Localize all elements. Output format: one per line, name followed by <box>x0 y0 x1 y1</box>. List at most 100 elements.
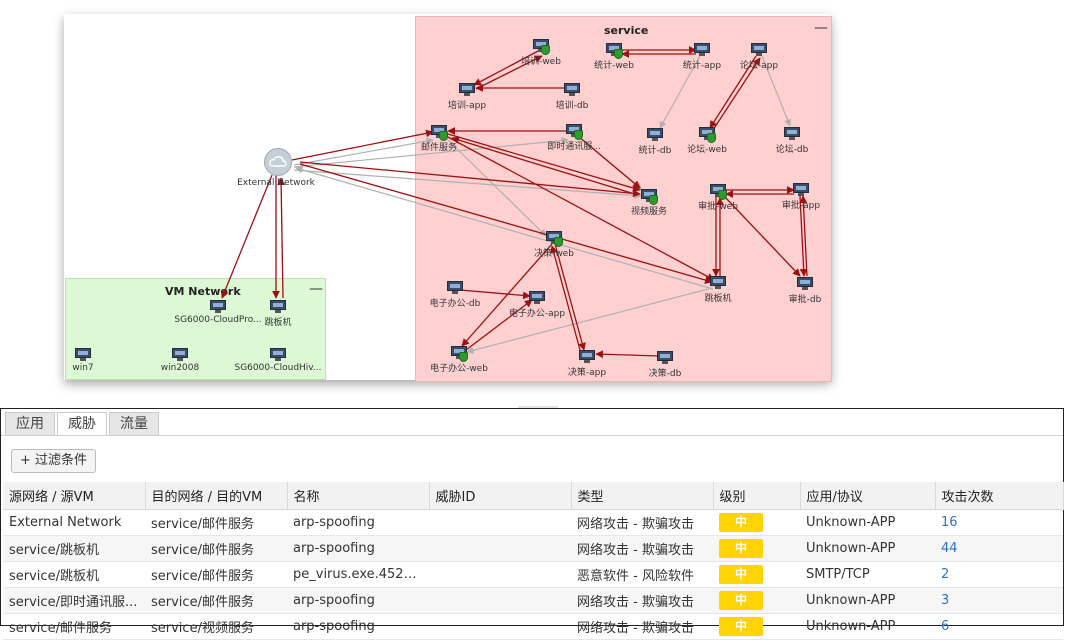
tab-threat[interactable]: 威胁 <box>57 412 107 435</box>
vm-node-dianzi-db-label: 电子办公-db <box>429 299 481 309</box>
threat-table: 源网络 / 源VM 目的网络 / 目的VM 名称 威胁ID 类型 级别 应用/协… <box>3 482 1064 640</box>
tab-traffic[interactable]: 流量 <box>109 412 159 435</box>
cell-destination: service/邮件服务 <box>145 587 287 614</box>
vm-node-win2008-label: win2008 <box>160 363 200 373</box>
level-badge: 中 <box>719 513 763 532</box>
cell-threat-id <box>429 587 571 614</box>
vm-node-dianzi-web-label: 电子办公-web <box>430 364 488 374</box>
vm-node-juece-db-label: 决策-db <box>648 369 682 379</box>
cell-destination-text: service/邮件服务 <box>151 595 254 610</box>
attack-count-link[interactable]: 16 <box>941 515 958 530</box>
vm-node-peixun-app-icon[interactable] <box>459 83 475 96</box>
attack-count-link[interactable]: 3 <box>941 593 950 608</box>
vm-node-juece-app-label: 决策-app <box>567 368 607 378</box>
shield-icon <box>541 45 550 55</box>
column-header-type[interactable]: 类型 <box>571 482 714 510</box>
vm-node-sg-cloudhiv-label: SG6000-CloudHiv... <box>234 363 322 373</box>
attack-count-link[interactable]: 6 <box>941 619 950 634</box>
vm-node-peixun-db-icon[interactable] <box>564 83 580 96</box>
level-badge: 中 <box>719 591 763 610</box>
vm-node-vm-tiaobanji-icon[interactable] <box>270 300 286 313</box>
cell-name: arp-spoofing <box>287 535 429 562</box>
cell-app-protocol-text: Unknown-APP <box>806 541 896 556</box>
add-filter-button[interactable]: + 过滤条件 <box>11 449 97 473</box>
column-header-source[interactable]: 源网络 / 源VM <box>3 482 146 510</box>
cell-app-protocol: Unknown-APP <box>800 587 935 614</box>
cell-level: 中 <box>713 535 800 562</box>
panel-tabs: 应用 威胁 流量 <box>5 412 159 435</box>
vm-node-shenpi-app-icon[interactable] <box>793 183 809 196</box>
vm-node-win2008-icon[interactable] <box>172 348 188 361</box>
vm-node-shipin-label: 视频服务 <box>630 207 668 217</box>
cell-source-text: External Network <box>9 515 122 530</box>
cell-source: service/即时通讯服... <box>3 587 145 614</box>
cell-destination: service/邮件服务 <box>145 509 287 536</box>
attack-count-link[interactable]: 44 <box>941 541 958 556</box>
topology-edges <box>221 46 808 359</box>
group-service-title: service <box>604 24 649 37</box>
column-header-destination[interactable]: 目的网络 / 目的VM <box>145 482 288 510</box>
cell-level: 中 <box>713 587 800 614</box>
cell-destination: service/邮件服务 <box>145 535 287 562</box>
column-header-name[interactable]: 名称 <box>287 482 430 510</box>
vm-node-luntan-web-label: 论坛-web <box>687 145 727 155</box>
cell-destination-text: service/邮件服务 <box>151 569 254 584</box>
cell-level: 中 <box>713 613 800 640</box>
vm-node-tongji-app-icon[interactable] <box>694 43 710 56</box>
vm-node-shenpi-db-label: 审批-db <box>788 295 822 305</box>
external-network-cloud-icon[interactable] <box>264 148 292 176</box>
cell-threat-id <box>429 535 571 562</box>
tab-divider <box>1 435 1063 436</box>
cell-level: 中 <box>713 509 800 536</box>
table-header-row: 源网络 / 源VM 目的网络 / 目的VM 名称 威胁ID 类型 级别 应用/协… <box>3 482 1064 510</box>
cell-source-text: service/即时通讯服... <box>9 595 138 610</box>
cell-level: 中 <box>713 561 800 588</box>
vm-node-peixun-web-label: 培训-web <box>521 57 561 67</box>
column-header-attack-count[interactable]: 攻击次数 <box>935 482 1064 510</box>
vm-node-juece-app-icon[interactable] <box>579 350 595 363</box>
vm-node-tiaobanji-label: 跳板机 <box>704 294 732 304</box>
vm-node-peixun-app-label: 培训-app <box>447 101 487 111</box>
vm-node-luntan-db-icon[interactable] <box>784 127 800 140</box>
cell-name-text: arp-spoofing <box>293 515 375 530</box>
vm-node-luntan-app-icon[interactable] <box>751 43 767 56</box>
vm-node-dianzi-db-icon[interactable] <box>447 281 463 294</box>
external-network-label: External Network <box>237 178 315 188</box>
vm-node-tongji-db-icon[interactable] <box>647 128 663 141</box>
column-header-threat-id[interactable]: 威胁ID <box>429 482 572 510</box>
vm-node-shenpi-db-icon[interactable] <box>797 277 813 290</box>
tab-app[interactable]: 应用 <box>5 412 55 435</box>
vm-node-juece-db-icon[interactable] <box>657 351 673 364</box>
vm-node-luntan-db-label: 论坛-db <box>775 145 809 155</box>
cell-threat-id <box>429 613 571 640</box>
cell-source-text: service/跳板机 <box>9 569 99 584</box>
cell-type-text: 网络攻击 - 欺骗攻击 <box>577 517 694 532</box>
cell-source: External Network <box>3 509 145 536</box>
cell-name-text: arp-spoofing <box>293 541 375 556</box>
cell-source: service/跳板机 <box>3 535 145 562</box>
cell-attack-count: 3 <box>935 587 1063 614</box>
vm-node-tiaobanji-icon[interactable] <box>710 276 726 289</box>
vm-node-sg-cloudpro-icon[interactable] <box>210 300 226 313</box>
shield-icon <box>459 352 468 362</box>
cell-app-protocol: Unknown-APP <box>800 535 935 562</box>
vm-node-win7-icon[interactable] <box>75 348 91 361</box>
group-vm-network-collapse-button[interactable]: — <box>309 281 323 297</box>
shield-icon <box>718 190 727 200</box>
vm-node-dianzi-app-icon[interactable] <box>529 291 545 304</box>
vm-node-juece-web-label: 决策-web <box>534 249 574 259</box>
column-header-app-protocol[interactable]: 应用/协议 <box>800 482 936 510</box>
table-row[interactable]: External Network service/邮件服务 arp-spoofing… <box>3 509 1063 536</box>
attack-count-link[interactable]: 2 <box>941 567 950 582</box>
vm-node-sg-cloudhiv-icon[interactable] <box>270 348 286 361</box>
threat-panel: 应用 威胁 流量 + 过滤条件 源网络 / 源VM 目的网络 / 目的VM 名称… <box>0 408 1064 640</box>
vm-node-dianzi-app-label: 电子办公-app <box>508 309 566 319</box>
group-service-collapse-button[interactable]: — <box>814 20 828 36</box>
column-header-level[interactable]: 级别 <box>713 482 801 510</box>
vm-node-tongji-app-label: 统计-app <box>682 61 722 71</box>
cell-source: service/邮件服务 <box>3 613 145 640</box>
